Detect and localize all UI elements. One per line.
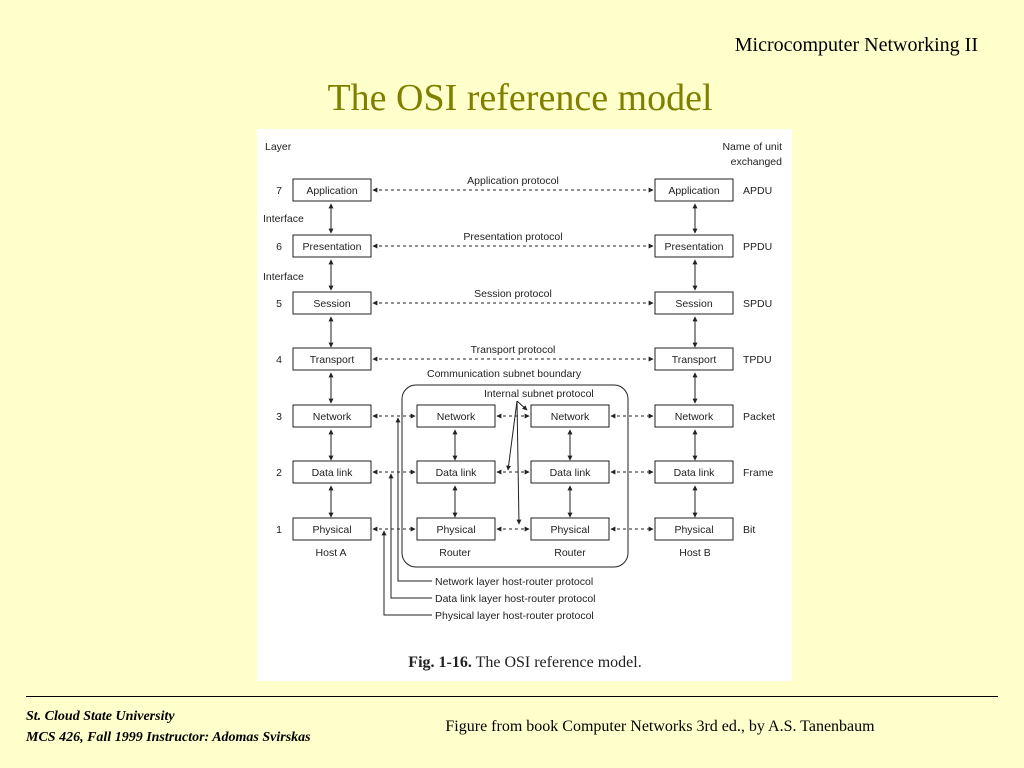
footer-course: MCS 426, Fall 1999 Instructor: Adomas Sv… — [26, 730, 311, 745]
layer-heading: Layer — [265, 141, 292, 153]
network-protocol-leader — [395, 417, 432, 582]
host-a-session-box — [292, 291, 372, 315]
layer-number: 6 — [276, 241, 282, 253]
transport-protocol-label: Transport protocol — [471, 344, 556, 356]
layer-number: 2 — [276, 467, 282, 479]
unit-name: PPDU — [743, 241, 772, 253]
host-b-network-box — [654, 404, 734, 428]
layer-number: 3 — [276, 411, 282, 423]
host-b-application-label: Application — [668, 185, 720, 197]
unit-name: Frame — [743, 467, 773, 479]
unit-name: TPDU — [743, 354, 772, 366]
layer-number: 7 — [276, 185, 282, 197]
host-a-physical-box — [292, 517, 372, 541]
host-a-physical-label: Physical — [312, 524, 351, 536]
host-b-session-label: Session — [675, 298, 713, 310]
unit-name: Packet — [743, 411, 775, 423]
host-a-presentation-box — [292, 234, 372, 258]
course-name: Microcomputer Networking II — [734, 34, 978, 56]
internal-protocol-label: Internal subnet protocol — [484, 388, 594, 400]
subnet-boundary-label: Communication subnet boundary — [427, 368, 582, 380]
interface-label: Interface — [263, 271, 304, 283]
router2-physical-box — [530, 517, 610, 541]
router2-data-link-label: Data link — [550, 467, 592, 479]
host-a-label: Host A — [316, 547, 347, 559]
host-b-data-link-label: Data link — [674, 467, 716, 479]
router1-data-link-box — [416, 460, 496, 484]
host-a-transport-box — [292, 347, 372, 371]
router-label: Router — [439, 547, 471, 559]
internal-protocol-pointer — [506, 400, 518, 471]
unit-name: APDU — [743, 185, 772, 197]
host-b-network-label: Network — [675, 411, 714, 423]
legend-datalink-protocol: Data link layer host-router protocol — [435, 593, 596, 605]
footer-university: St. Cloud State University — [26, 709, 175, 724]
host-a-data-link-label: Data link — [312, 467, 354, 479]
application-protocol-label: Application protocol — [467, 175, 559, 187]
internal-protocol-pointer — [516, 400, 522, 525]
datalink-protocol-leader — [388, 473, 432, 599]
legend-network-protocol: Network layer host-router protocol — [435, 576, 593, 588]
osi-figure: Layer Name of unit exchanged Interface I… — [257, 129, 792, 681]
router1-data-link-label: Data link — [436, 467, 478, 479]
router2-physical-label: Physical — [550, 524, 589, 536]
subnet-boundary — [401, 384, 629, 568]
host-b-application-box — [654, 178, 734, 202]
host-a-data-link-box — [292, 460, 372, 484]
session-protocol-label: Session protocol — [474, 288, 552, 300]
host-a-application-label: Application — [306, 185, 358, 197]
legend-physical-protocol: Physical layer host-router protocol — [435, 610, 594, 622]
footer-divider — [26, 696, 998, 697]
figure-caption: Fig. 1-16. The OSI reference model. — [408, 654, 641, 671]
router2-data-link-box — [530, 460, 610, 484]
host-b-presentation-box — [654, 234, 734, 258]
footer-source: Figure from book Computer Networks 3rd e… — [445, 718, 875, 735]
host-b-presentation-label: Presentation — [665, 241, 724, 253]
host-b-physical-label: Physical — [674, 524, 713, 536]
router2-network-label: Network — [551, 411, 590, 423]
unit-name: SPDU — [743, 298, 772, 310]
host-a-network-box — [292, 404, 372, 428]
physical-protocol-leader — [381, 530, 432, 616]
host-b-transport-label: Transport — [672, 354, 717, 366]
internal-protocol-pointer — [516, 400, 528, 411]
slide-title: The OSI reference model — [327, 77, 713, 119]
router1-physical-box — [416, 517, 496, 541]
host-b-label: Host B — [679, 547, 711, 559]
host-a-network-label: Network — [313, 411, 352, 423]
host-a-application-box — [292, 178, 372, 202]
router-label: Router — [554, 547, 586, 559]
host-a-session-label: Session — [313, 298, 351, 310]
host-b-data-link-box — [654, 460, 734, 484]
host-b-transport-box — [654, 347, 734, 371]
interface-label: Interface — [263, 213, 304, 225]
router2-network-box — [530, 404, 610, 428]
router1-network-box — [416, 404, 496, 428]
host-a-transport-label: Transport — [310, 354, 355, 366]
host-a-presentation-label: Presentation — [303, 241, 362, 253]
router1-network-label: Network — [437, 411, 476, 423]
layer-number: 4 — [276, 354, 282, 366]
unit-name: Bit — [743, 524, 755, 536]
layer-number: 5 — [276, 298, 282, 310]
router1-physical-label: Physical — [436, 524, 475, 536]
host-b-physical-box — [654, 517, 734, 541]
unit-heading-line1: Name of unit — [722, 141, 782, 153]
host-b-session-box — [654, 291, 734, 315]
unit-heading-line2: exchanged — [731, 156, 783, 168]
footer-credits: St. Cloud State University MCS 426, Fall… — [26, 706, 311, 748]
layer-number: 1 — [276, 524, 282, 536]
presentation-protocol-label: Presentation protocol — [463, 231, 562, 243]
